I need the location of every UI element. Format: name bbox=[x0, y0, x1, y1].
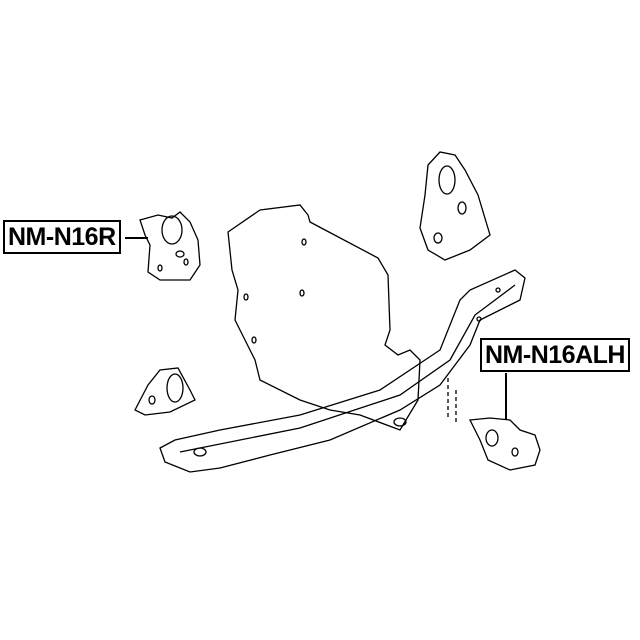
crossmember bbox=[159, 269, 526, 473]
part-label-nm-n16r: NM-N16R bbox=[3, 220, 121, 254]
mount-top bbox=[419, 151, 491, 261]
engine-block bbox=[227, 204, 421, 431]
mount-bottom-left bbox=[134, 367, 196, 416]
part-label-nm-n16alh: NM-N16ALH bbox=[480, 338, 630, 372]
mount-left bbox=[468, 417, 541, 471]
mount-right bbox=[139, 211, 201, 281]
